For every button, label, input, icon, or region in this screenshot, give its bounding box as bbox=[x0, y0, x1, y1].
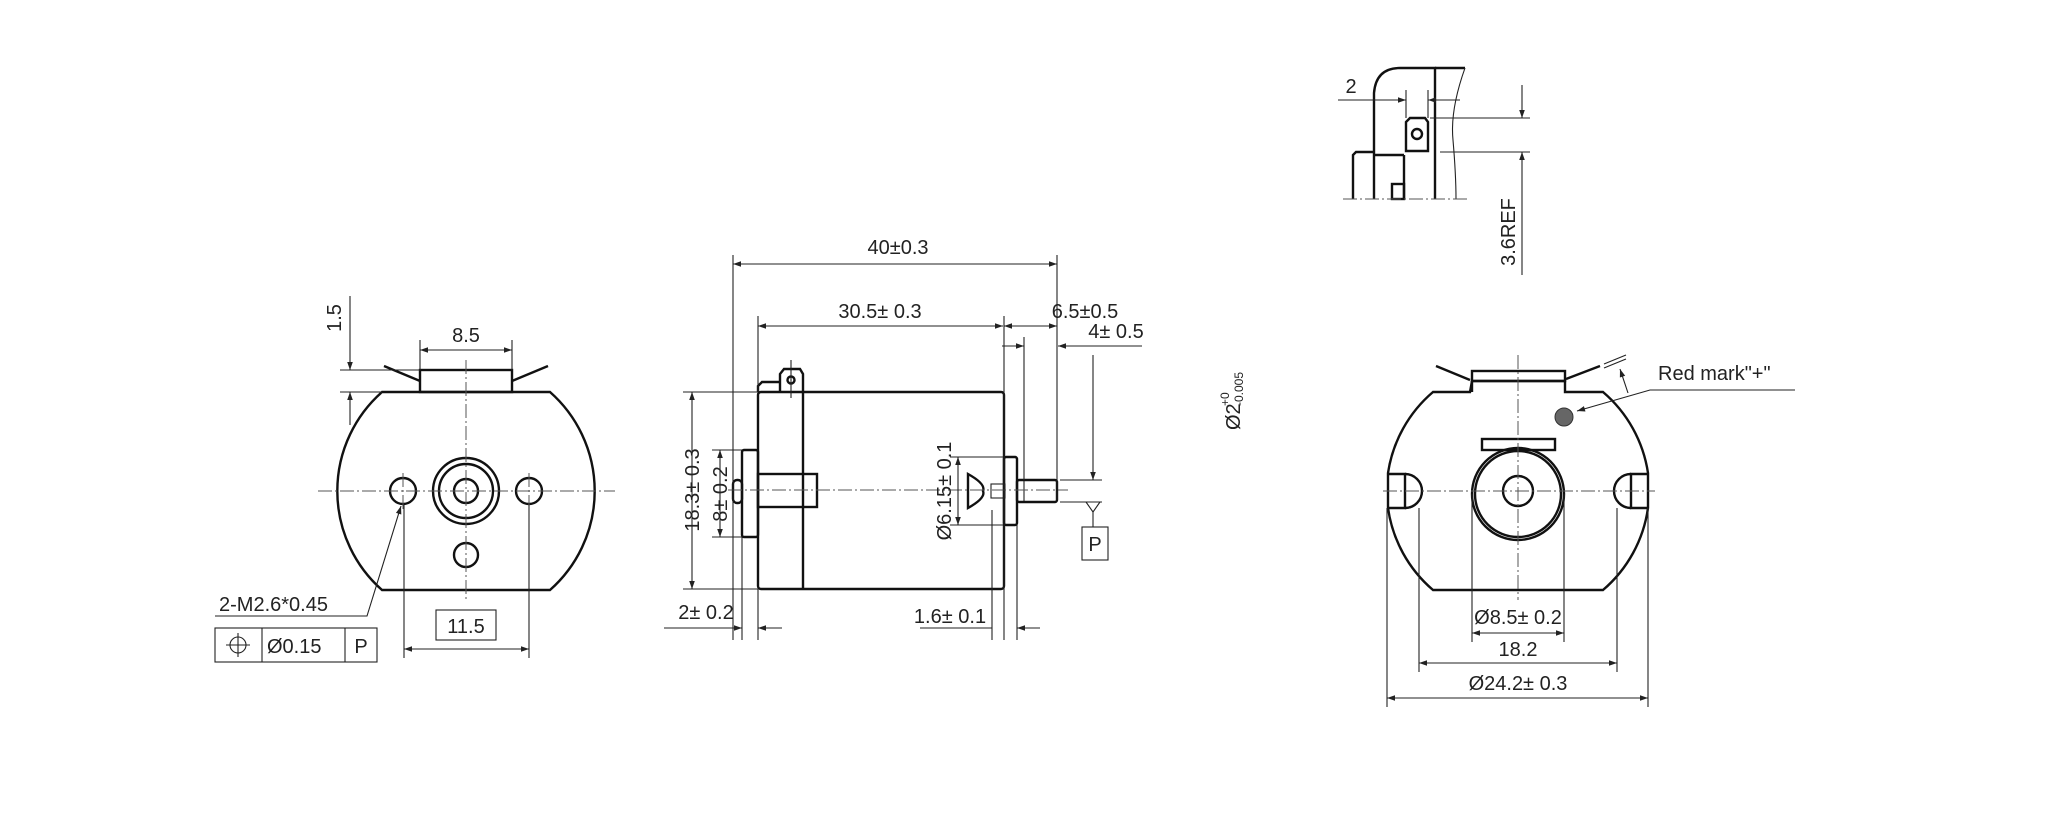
shaft-tol-lower: -0.005 bbox=[1232, 372, 1246, 406]
datum-label: P bbox=[1088, 534, 1101, 556]
dim-overall-length: 40±0.3 bbox=[867, 237, 928, 259]
position-icon bbox=[226, 633, 250, 657]
right-view: Red mark"+" Ø8.5± 0.2 18.2 Ø24.2± 0.3 bbox=[1383, 354, 1795, 707]
red-mark-dot bbox=[1554, 407, 1574, 427]
dim-bore: Ø8.5± 0.2 bbox=[1474, 607, 1562, 629]
dim-boss-thickness: 1.6± 0.1 bbox=[914, 606, 986, 628]
dim-ref: 3.6REF bbox=[1498, 198, 1520, 266]
dim-boss-diameter: Ø6.15± 0.1 bbox=[934, 442, 956, 541]
dim-hole-spacing-box: 11.5 bbox=[447, 616, 484, 638]
thread-callout: 2-M2.6*0.45 bbox=[219, 594, 328, 616]
dim-shaft-extra: 4± 0.5 bbox=[1088, 321, 1143, 343]
dim-top-height: 1.5 bbox=[324, 304, 346, 332]
gdt-tolerance: Ø0.15 bbox=[267, 636, 321, 658]
dim-body-length: 30.5± 0.3 bbox=[838, 301, 921, 323]
dim-cap-height: 8± 0.2 bbox=[710, 466, 732, 521]
dim-hole-spacing: 18.2 bbox=[1499, 639, 1538, 661]
dim-tab-width: 8.5 bbox=[452, 325, 480, 347]
dim-body-height: 18.3± 0.3 bbox=[682, 448, 704, 531]
shaft-diameter-value: Ø2 bbox=[1223, 403, 1245, 430]
dim-shaft-diameter: Ø2 +0 -0.005 bbox=[1218, 372, 1246, 430]
left-view: 1.5 8.5 11.5 2-M2.6*0.45 Ø0.15 P bbox=[214, 296, 615, 663]
dim-diameter: Ø24.2± 0.3 bbox=[1469, 673, 1568, 695]
dim-shaft-length: 6.5±0.5 bbox=[1052, 301, 1119, 323]
shaft-tol-upper: +0 bbox=[1218, 392, 1232, 406]
dim-terminal-width: 2 bbox=[1345, 76, 1356, 98]
gdt-datum: P bbox=[354, 636, 367, 658]
dim-cap-thickness: 2± 0.2 bbox=[678, 602, 733, 624]
red-mark-label: Red mark"+" bbox=[1658, 363, 1771, 385]
side-view: 40±0.3 30.5± 0.3 6.5±0.5 4± 0.5 P Ø2 +0 … bbox=[664, 237, 1246, 640]
terminal-detail: 2 3.6REF bbox=[1338, 66, 1530, 275]
